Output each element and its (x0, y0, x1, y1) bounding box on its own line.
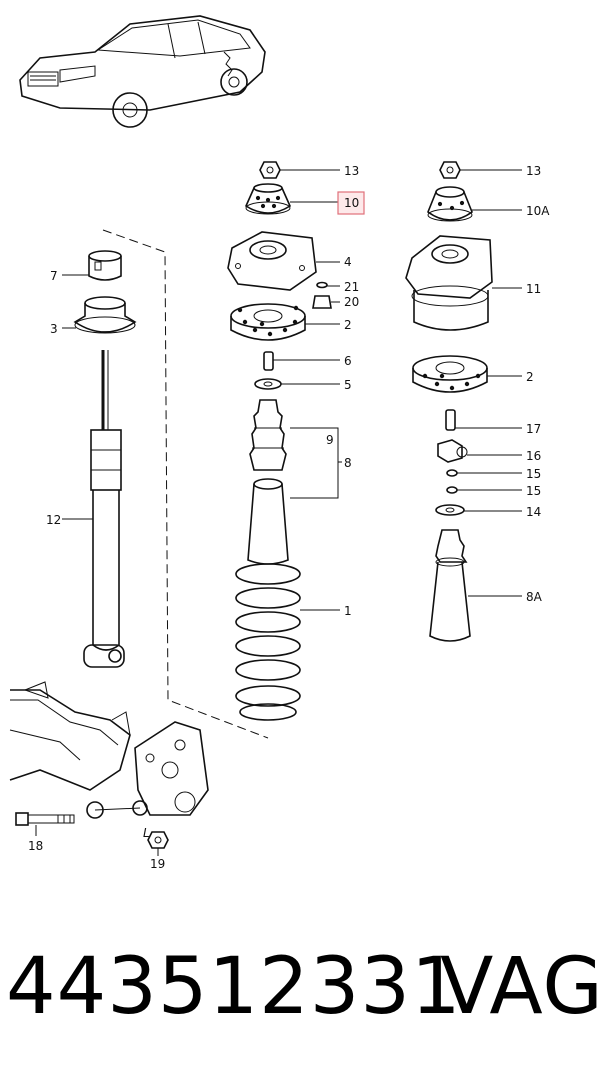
callout-6: 6 (344, 354, 352, 368)
highlight-box-10 (337, 191, 365, 215)
callout-9: 9 (326, 433, 334, 447)
callout-10A: 10A (526, 204, 550, 218)
part-6-pin (263, 351, 274, 371)
part-9-bump-stop (249, 399, 287, 471)
part-number: 443512331 (6, 942, 462, 1032)
callout-12: 12 (46, 513, 61, 527)
part-16-block (437, 439, 468, 463)
callout-14: 14 (526, 505, 541, 519)
part-11-top-mount (405, 235, 493, 331)
callout-21: 21 (344, 280, 359, 294)
part-18-bolt (15, 812, 75, 826)
callout-11: 11 (526, 282, 541, 296)
part-12-shock-absorber (83, 350, 125, 668)
part-20-bump (312, 295, 332, 309)
callout-16: 16 (526, 449, 541, 463)
callout-8A: 8A (526, 590, 543, 604)
callout-17: 17 (526, 422, 541, 436)
middle-assembly (227, 161, 342, 721)
part-10-bearing (244, 183, 292, 215)
part-13-nut (259, 161, 281, 179)
part-13-nut-b (439, 161, 461, 179)
callout-13: 13 (344, 164, 359, 178)
part-7-bushing (88, 250, 122, 281)
svg-text:L: L (143, 826, 150, 840)
part-19-nut (147, 831, 169, 849)
callout-15a: 15 (526, 467, 541, 481)
part-8-dust-boot (247, 478, 289, 565)
callout-19: 19 (150, 857, 165, 871)
part-2-spring-seat (230, 303, 306, 341)
part-10A-bearing (427, 186, 473, 222)
callout-4: 4 (344, 255, 352, 269)
part-3-mount (73, 296, 137, 334)
callout-8: 8 (344, 456, 352, 470)
leader-lines (35, 169, 522, 836)
callout-5: 5 (344, 378, 352, 392)
callout-13b: 13 (526, 164, 541, 178)
left-assembly: L (9, 229, 269, 856)
part-15-ring-b (446, 486, 458, 494)
callout-18: 18 (28, 839, 43, 853)
callout-20: 20 (344, 295, 359, 309)
part-8A-boot (429, 529, 471, 642)
callout-7: 7 (50, 269, 58, 283)
callout-3: 3 (50, 322, 58, 336)
callout-2: 2 (344, 318, 352, 332)
part-21-washer (316, 281, 328, 289)
part-4-top-plate (227, 231, 317, 291)
right-assembly (405, 161, 493, 642)
callout-2b: 2 (526, 370, 534, 384)
part-17-pin (445, 409, 456, 431)
part-2-spring-seat-b (412, 355, 488, 393)
brand-name: VAG (440, 942, 600, 1032)
part-5-washer (254, 378, 282, 390)
callout-labels: 13 10 4 21 20 2 6 5 9 8 1 7 3 12 18 19 1… (28, 164, 550, 871)
callout-10: 10 (344, 196, 359, 210)
callout-1: 1 (344, 604, 352, 618)
car-illustration (19, 15, 266, 128)
part-1-coil-spring (235, 563, 301, 721)
axle-beam (9, 681, 209, 819)
part-15-ring-a (446, 469, 458, 477)
callout-15b: 15 (526, 484, 541, 498)
part-14-washer (435, 504, 465, 516)
